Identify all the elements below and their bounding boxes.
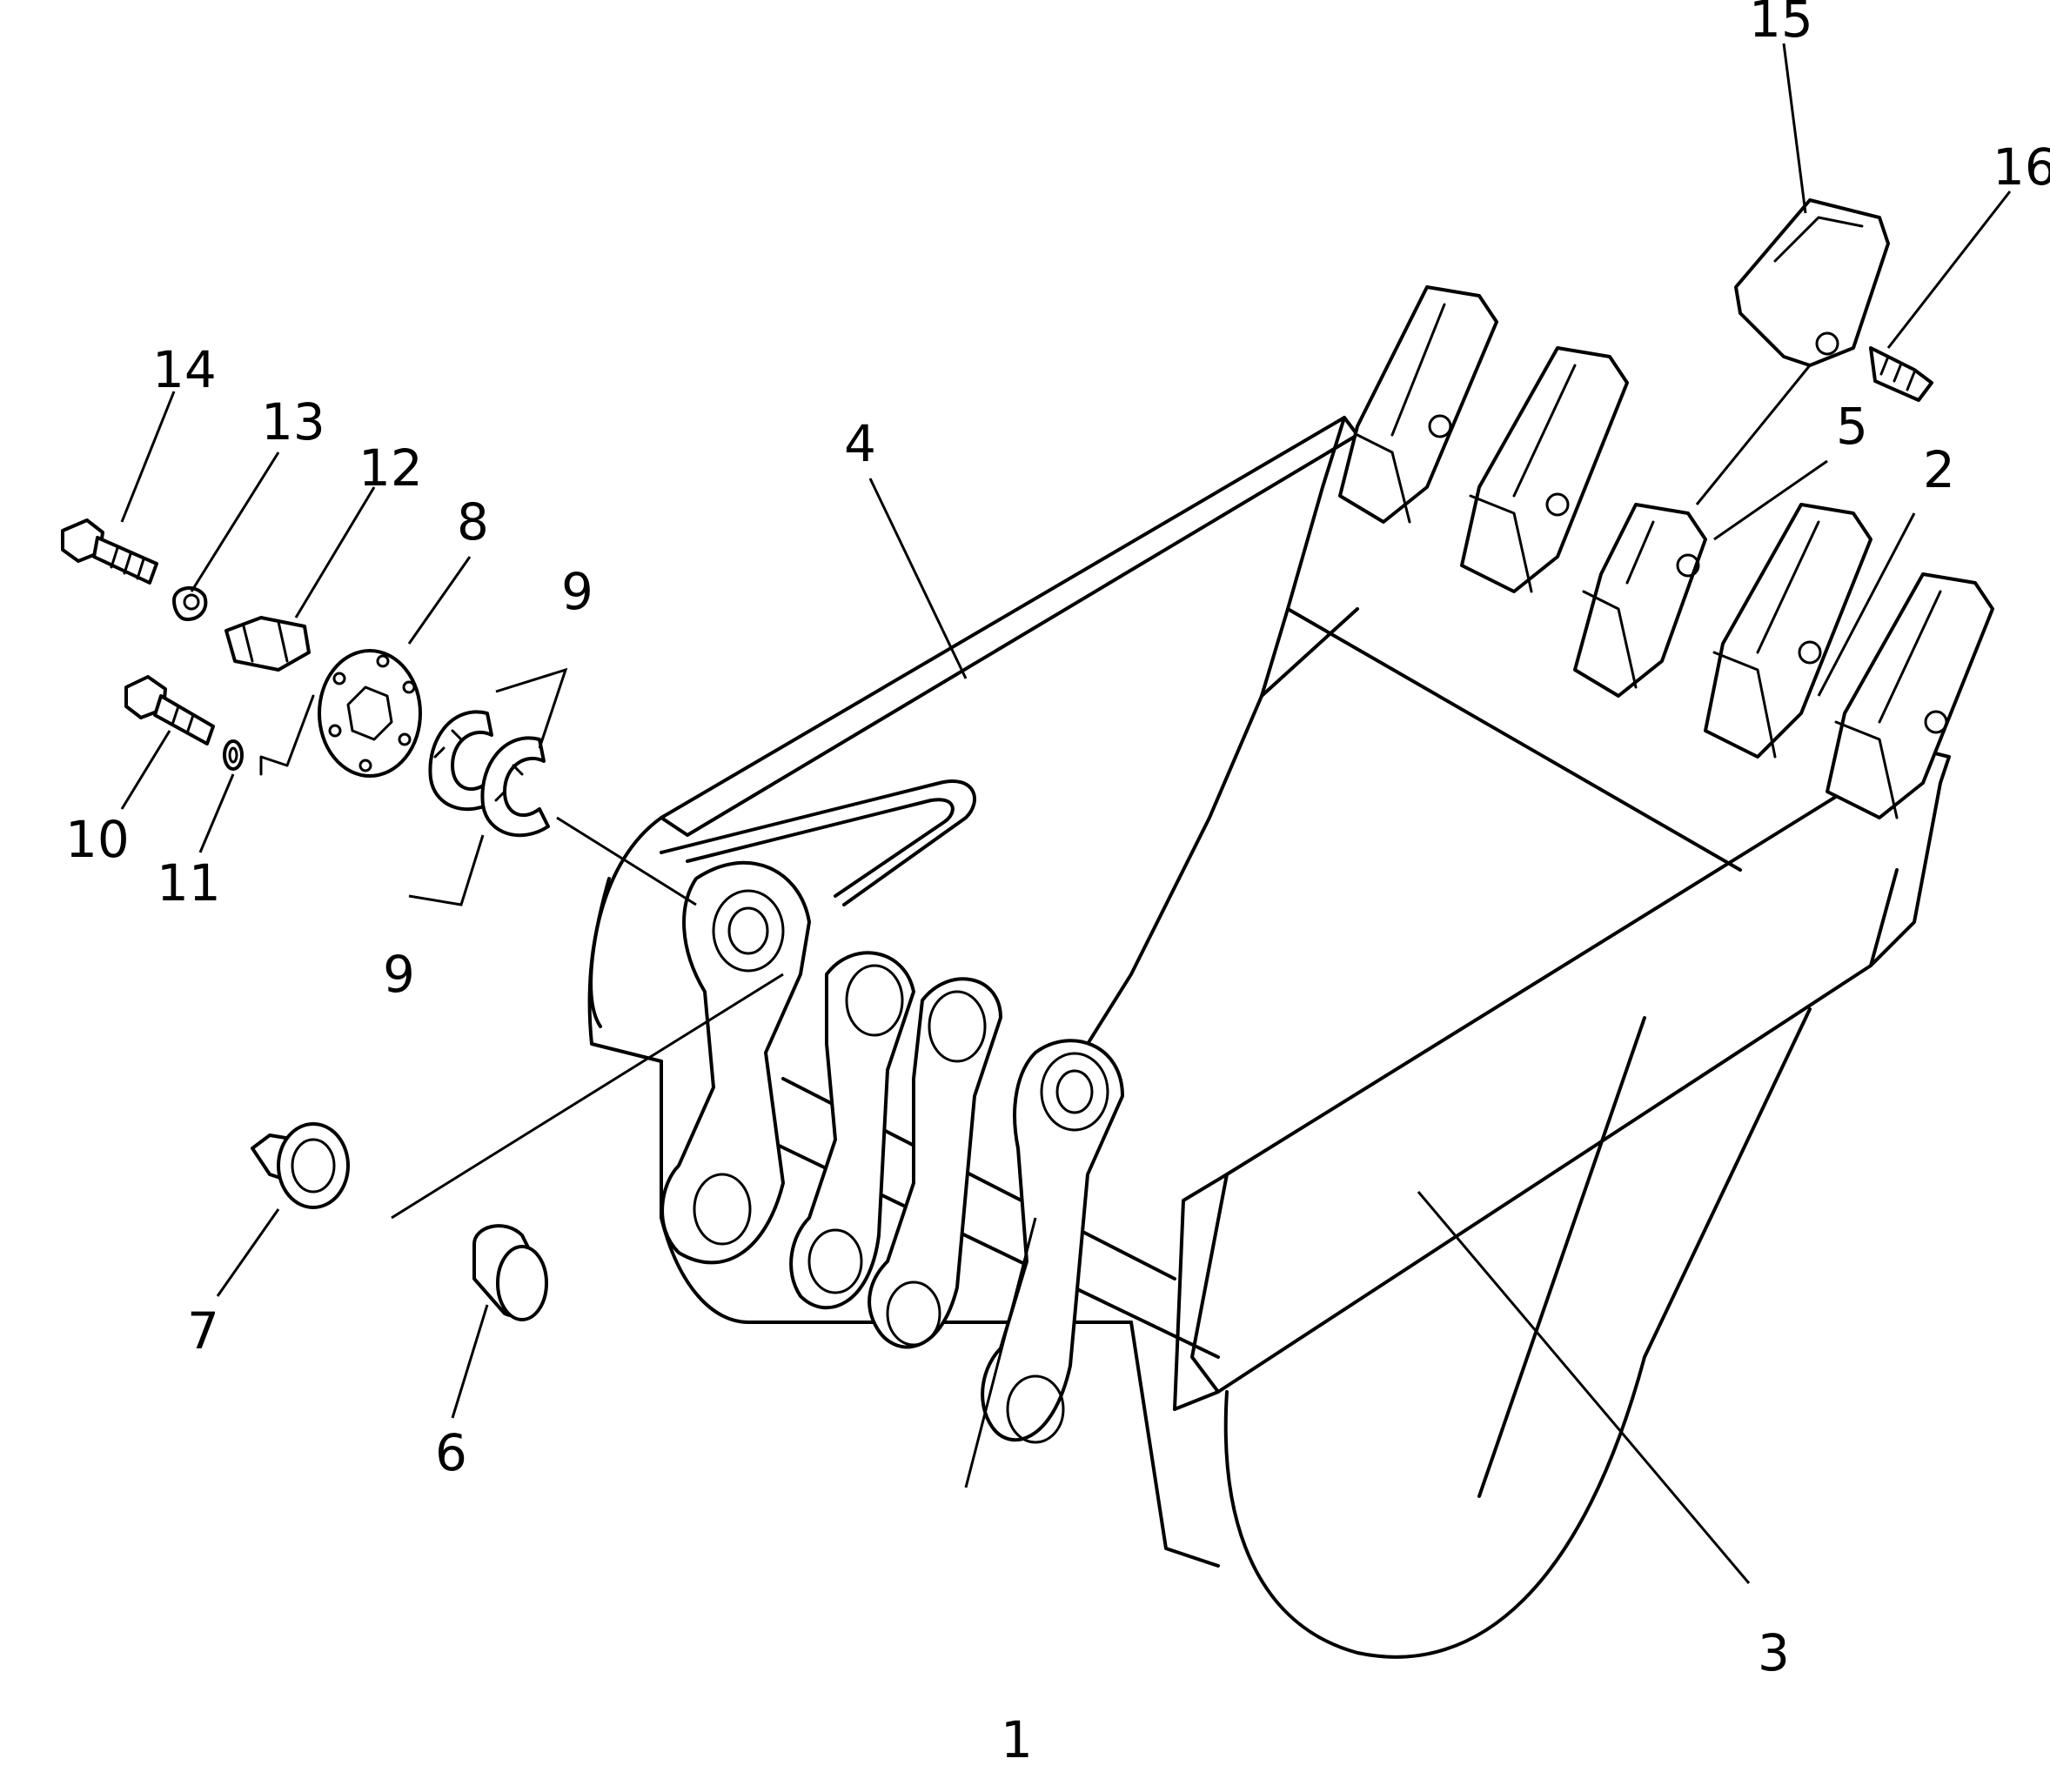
callout-8: 8 (457, 492, 489, 552)
pin-6 (472, 1224, 548, 1321)
leader-5 (1713, 459, 1828, 541)
callout-1: 1 (1001, 1710, 1033, 1769)
leader-7 (216, 1208, 280, 1297)
tooth-1 (1338, 285, 1498, 524)
leader-16 (1886, 191, 2012, 349)
callout-11: 11 (157, 853, 221, 913)
axis-line-upper (556, 816, 697, 906)
callout-9-upper: 9 (561, 562, 593, 621)
leader-2 (1817, 512, 1916, 697)
axis-line-lower (391, 973, 784, 1220)
callout-4: 4 (844, 414, 876, 473)
leader-9a (495, 667, 568, 749)
callout-15: 15 (1749, 0, 1813, 49)
callout-3: 3 (1758, 1623, 1790, 1682)
leader-14 (120, 391, 176, 523)
clamp-12 (224, 616, 311, 672)
plate-8 (259, 649, 422, 778)
callout-13: 13 (261, 392, 325, 451)
leader-lines (120, 43, 2012, 1584)
leader-4 (868, 478, 968, 679)
callout-5: 5 (1836, 397, 1868, 456)
callout-10: 10 (65, 810, 130, 869)
tooth-5 (1826, 572, 1994, 819)
ring-9 (428, 710, 550, 838)
leader-3 (1417, 1191, 1751, 1584)
callout-14: 14 (152, 340, 217, 399)
callout-9-lower: 9 (383, 945, 415, 1004)
leader-5b (1695, 364, 1812, 505)
tooth-15 (1734, 198, 1890, 367)
leader-11 (198, 773, 235, 853)
bucket-body (587, 285, 1994, 1659)
bushing-7 (251, 1122, 350, 1209)
washer-11 (223, 739, 244, 771)
leader-10 (120, 730, 171, 810)
callouts: 1 2 3 4 5 6 7 8 9 9 10 11 12 13 14 15 16 (65, 0, 2050, 1769)
nut-13 (172, 586, 208, 621)
callout-12: 12 (358, 438, 423, 498)
bucket-teeth (1338, 285, 1994, 819)
bolt-10 (124, 675, 215, 746)
callout-7: 7 (187, 1301, 219, 1361)
tooth-4 (1704, 503, 1872, 759)
hinge-brackets (660, 860, 1124, 1444)
callout-6: 6 (435, 1423, 467, 1482)
leader-15 (1782, 43, 1807, 214)
callout-16: 16 (1993, 137, 2050, 197)
tooth-2 (1460, 346, 1629, 593)
callout-2: 2 (1923, 440, 1955, 499)
leader-1 (964, 1217, 1037, 1488)
pin-16 (1869, 346, 1933, 402)
bolt-14 (61, 518, 158, 585)
leader-8 (407, 556, 472, 645)
leader-6 (451, 1304, 489, 1419)
leader-12 (294, 486, 376, 619)
leader-9b (408, 834, 485, 906)
tooth-3 (1573, 503, 1707, 698)
leader-13 (190, 451, 280, 592)
